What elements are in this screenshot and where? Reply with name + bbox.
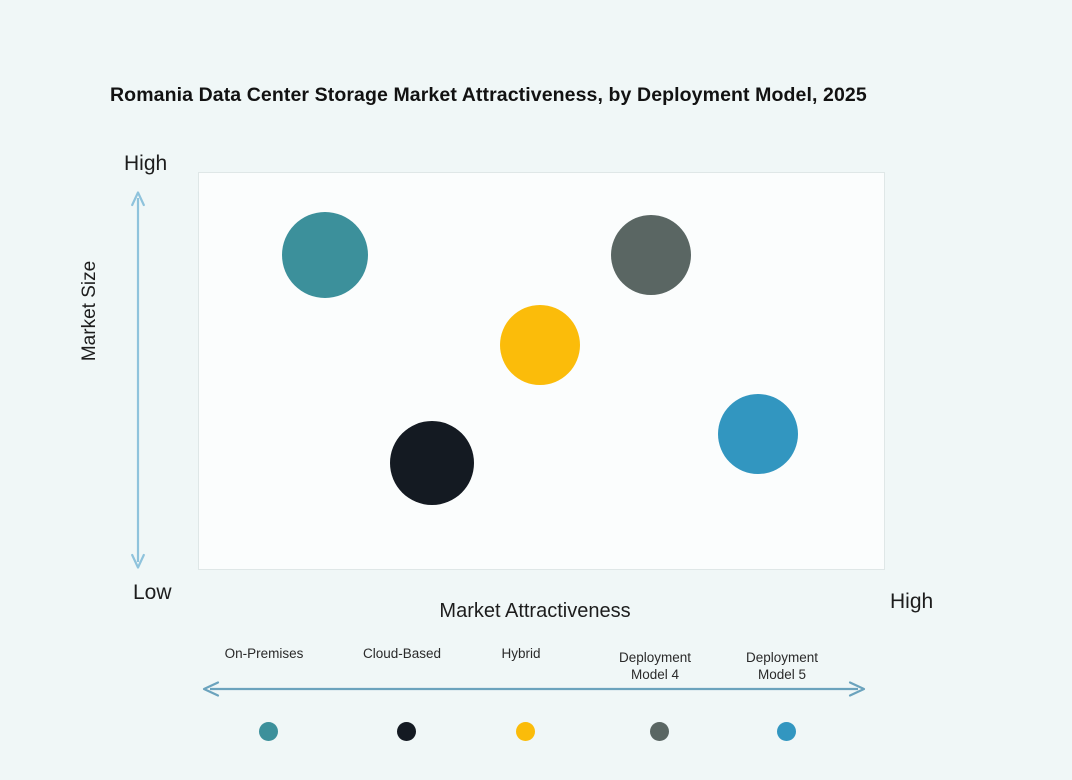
plot-area [198,172,885,570]
bubble-deployment-model-4[interactable] [611,214,692,295]
legend-dot-4[interactable] [649,721,669,741]
legend-dot-1[interactable] [258,721,278,741]
bubble-cloud-based[interactable] [389,421,474,506]
legend-label-3[interactable]: Hybrid [501,646,541,661]
legend-label-5[interactable]: Deployment Model 5 [745,650,819,682]
bubble-hybrid[interactable] [499,304,580,385]
y-axis-title: Market Size [79,260,100,362]
legend-dot-2[interactable] [396,721,416,741]
legend-dot-3[interactable] [515,721,535,741]
x-axis-title: Market Attractiveness [439,600,631,622]
y-axis-low-label: Low [133,581,172,604]
legend-label-1[interactable]: On-Premises [224,646,304,661]
bubble-on-premises[interactable] [281,211,368,298]
x-axis-high-label: High [890,590,934,613]
y-axis-high-label: High [124,152,168,175]
chart-title: Romania Data Center Storage Market Attra… [110,84,867,106]
legend-label-2[interactable]: Cloud-Based [362,646,442,661]
legend-dot-5[interactable] [776,721,796,741]
y-axis-arrow [131,190,145,570]
bubble-deployment-model-5[interactable] [718,394,799,475]
legend-label-4[interactable]: Deployment Model 4 [618,650,692,682]
